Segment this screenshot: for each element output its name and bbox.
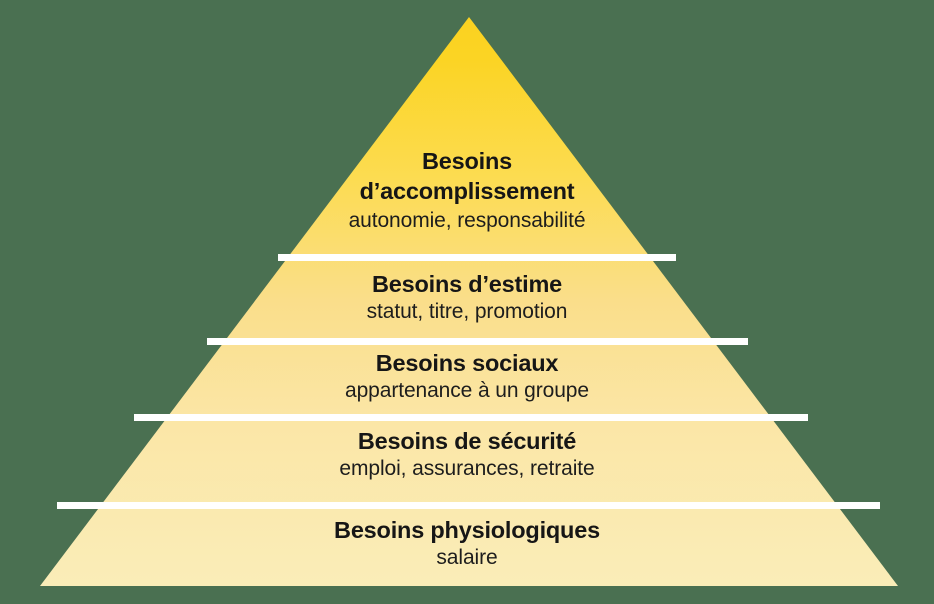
level-subtitle: autonomie, responsabilité [348, 209, 586, 233]
level-title: Besoins de sécurité [357, 428, 577, 454]
level-title: Besoins sociaux [375, 350, 559, 376]
level-subtitle: emploi, assurances, retraite [339, 456, 595, 480]
level-subtitle: salaire [436, 545, 498, 569]
tier-divider-2 [207, 338, 748, 345]
level-title-line1: Besoins [421, 148, 513, 174]
tier-divider-4 [57, 502, 880, 509]
level-title: Besoins d’estime [371, 271, 563, 297]
tier-divider-1 [278, 254, 676, 261]
pyramid-level-accomplissement: Besoins d’accomplissement autonomie, res… [0, 146, 934, 231]
level-title-line2: d’accomplissement [359, 178, 575, 205]
pyramid-level-physiologiques: Besoins physiologiques salaire [0, 517, 934, 569]
level-title: Besoins d’accomplissement [0, 146, 934, 206]
pyramid-level-estime: Besoins d’estime statut, titre, promotio… [0, 271, 934, 323]
level-subtitle: appartenance à un groupe [345, 378, 589, 402]
pyramid-level-securite: Besoins de sécurité emploi, assurances, … [0, 428, 934, 480]
level-subtitle: statut, titre, promotion [366, 299, 568, 323]
tier-divider-3 [134, 414, 808, 421]
pyramid-level-sociaux: Besoins sociaux appartenance à un groupe [0, 350, 934, 402]
level-title: Besoins physiologiques [334, 517, 600, 543]
